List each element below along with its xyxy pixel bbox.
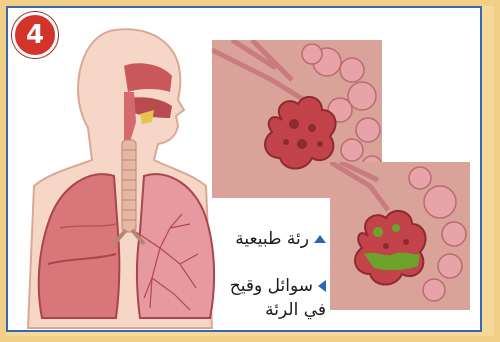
legend-normal-lung: رئة طبيعية bbox=[214, 229, 326, 249]
respiratory-system-illustration bbox=[20, 18, 220, 330]
normal-marker-icon bbox=[314, 235, 326, 243]
fluid-alveoli-illustration bbox=[330, 162, 470, 310]
legend-fluid-lung: سوائل وقيح في الرئة bbox=[214, 274, 326, 322]
fluid-label-line1: سوائل وقيح bbox=[230, 276, 313, 296]
fluid-marker-icon bbox=[318, 280, 326, 292]
figure-number-badge: 4 bbox=[12, 12, 58, 58]
trachea bbox=[122, 140, 136, 232]
fluid-label-line2: في الرئة bbox=[214, 298, 326, 322]
normal-lung-label: رئة طبيعية bbox=[235, 229, 309, 249]
